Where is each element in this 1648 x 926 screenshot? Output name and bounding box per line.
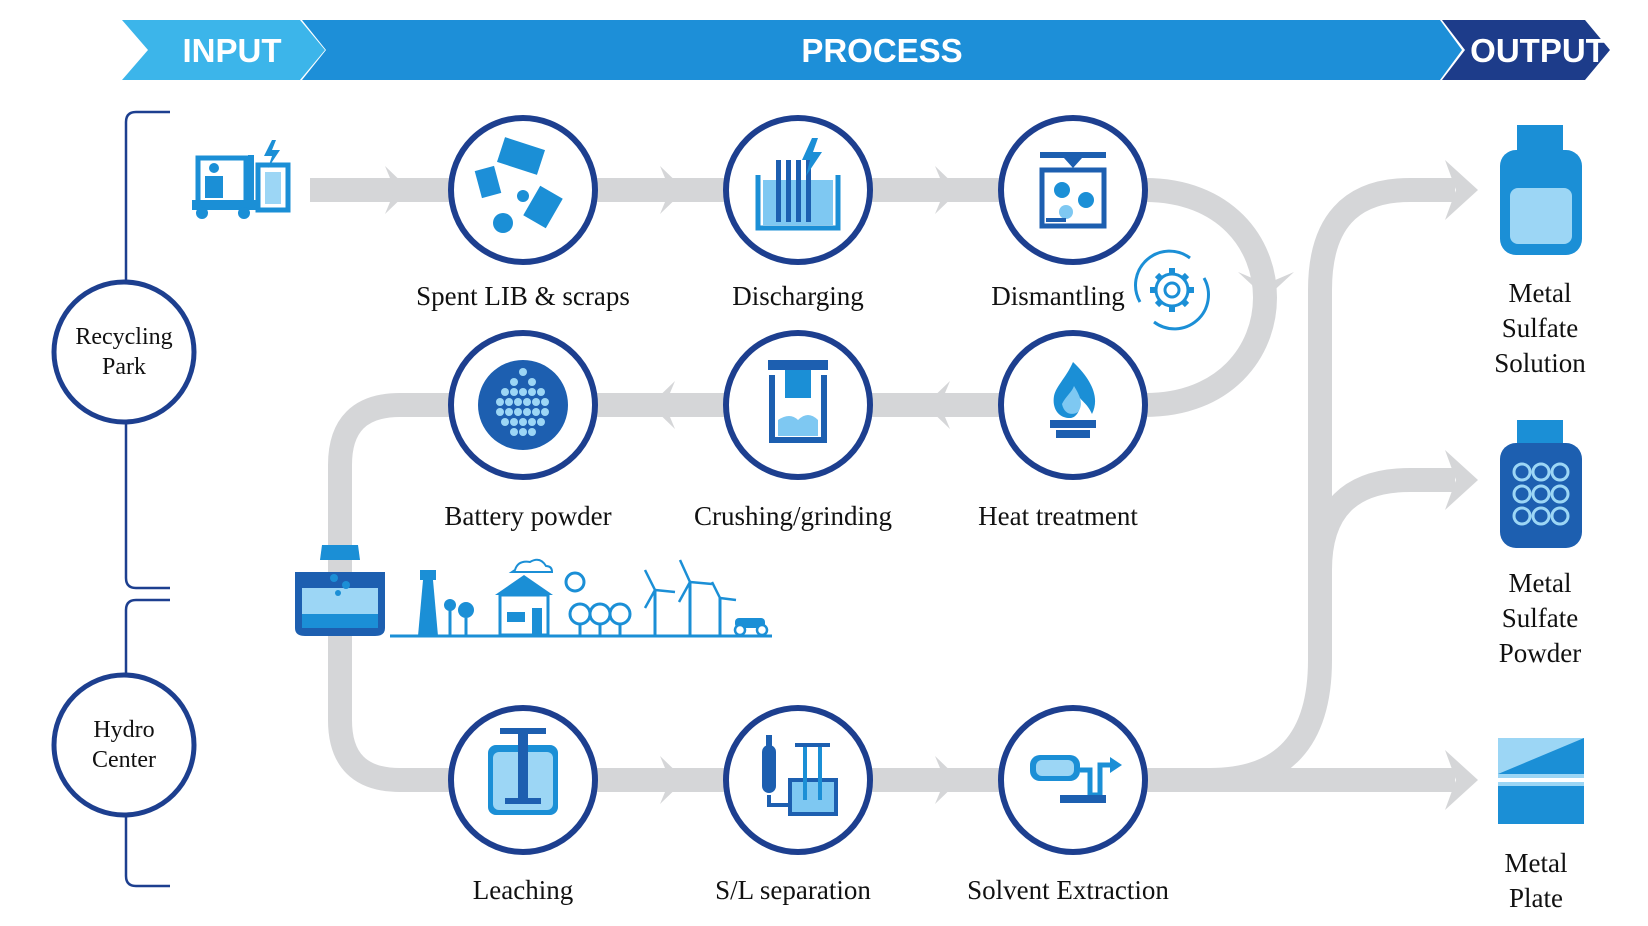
battery-powder-icon — [478, 360, 568, 450]
solvent-extraction-icon — [1030, 755, 1122, 803]
powder-dot — [528, 418, 536, 426]
sl-separation-icon — [762, 735, 838, 816]
discharging-icon — [755, 138, 841, 231]
bottle-dot — [1512, 484, 1532, 504]
powder-dot — [510, 418, 518, 426]
flame-burner-icon — [1050, 362, 1096, 438]
metal-sulfate-solution-bottle-icon — [1500, 125, 1582, 255]
banner-output-label: OUTPUT — [1470, 32, 1606, 69]
metal-plate-icon — [1498, 738, 1584, 824]
banner-process-label: PROCESS — [801, 32, 962, 69]
crushing-circle — [723, 330, 873, 480]
arrow-6 — [650, 381, 675, 429]
arrow-10 — [1445, 450, 1478, 510]
powder-dot — [496, 398, 504, 406]
flow-to-tank — [328, 393, 420, 580]
powder-dot — [541, 398, 549, 406]
powder-dot — [510, 378, 518, 386]
powder-dot — [523, 408, 531, 416]
step-dismantling-label: Dismantling — [991, 281, 1125, 311]
flow-arrows — [385, 160, 1478, 810]
step-heat-label: Heat treatment — [978, 501, 1138, 531]
powder-dot — [532, 408, 540, 416]
powder-dot — [501, 388, 509, 396]
forklift-battery-icon — [192, 140, 291, 219]
powder-dot — [541, 408, 549, 416]
arrow-11 — [1445, 750, 1478, 810]
battery-scraps-icon — [474, 137, 563, 233]
arrow-9 — [1445, 160, 1478, 220]
arrow-7 — [660, 756, 685, 804]
bottle-dot — [1512, 462, 1532, 482]
recycling-park-circle — [51, 279, 197, 425]
dismantling-icon — [1039, 152, 1107, 229]
hydro-center-circle — [51, 672, 197, 818]
powder-dot — [528, 428, 536, 436]
metal-sulfate-powder-bottle-icon — [1500, 420, 1582, 548]
hydro-center-label: Hydro Center — [92, 717, 156, 773]
arrow-4 — [1238, 272, 1294, 298]
powder-dot — [528, 388, 536, 396]
powder-dot — [514, 408, 522, 416]
powder-dot — [514, 398, 522, 406]
arrow-1 — [385, 166, 410, 214]
arrow-2 — [660, 166, 685, 214]
powder-dot — [510, 388, 518, 396]
step-battery-powder-label: Battery powder — [444, 501, 612, 531]
powder-dot — [528, 378, 536, 386]
flow-to-leach — [328, 600, 450, 792]
powder-dot — [523, 398, 531, 406]
banner-output — [1442, 20, 1610, 80]
output-plate-label: Metal Plate — [1504, 848, 1568, 913]
bottle-dot — [1531, 462, 1551, 482]
powder-dot — [519, 428, 527, 436]
output-powder-label: Metal Sulfate Powder — [1498, 568, 1582, 668]
bottle-dot — [1531, 484, 1551, 504]
arrow-8 — [935, 756, 960, 804]
flow-branch-powder — [1308, 468, 1455, 571]
arrow-5 — [925, 381, 950, 429]
step-crushing-label: Crushing/grinding — [693, 501, 893, 531]
crushing-grinder-icon — [768, 360, 828, 443]
banner-input — [122, 20, 325, 80]
banner-input-label: INPUT — [183, 32, 282, 69]
step-leaching-label: Leaching — [472, 875, 574, 905]
powder-dot — [496, 408, 504, 416]
leaching-tank-icon — [488, 728, 558, 815]
step-spent-label: Spent LIB & scraps — [416, 281, 630, 311]
bottle-dot — [1531, 506, 1551, 526]
arrow-3 — [935, 166, 960, 214]
flow-dismantle-heat — [1144, 178, 1277, 417]
step-discharging-label: Discharging — [732, 281, 864, 311]
recycling-park-label: Recycling Park — [75, 324, 173, 380]
rotating-gear-icon — [1134, 249, 1210, 331]
mixing-tank-icon — [295, 545, 385, 636]
step-sl-separation-label: S/L separation — [715, 875, 871, 905]
powder-dot — [519, 388, 527, 396]
powder-dot — [519, 368, 527, 376]
flow-branch — [1209, 178, 1455, 792]
powder-dot — [532, 398, 540, 406]
powder-dot — [505, 408, 513, 416]
powder-dot — [510, 428, 518, 436]
step-solvent-label: Solvent Extraction — [967, 875, 1169, 905]
output-solution-label: Metal Sulfate Solution — [1494, 278, 1586, 378]
powder-dot — [519, 418, 527, 426]
powder-dot — [537, 418, 545, 426]
stage-banner: INPUT PROCESS OUTPUT — [122, 20, 1610, 80]
bottle-dot — [1550, 462, 1570, 482]
powder-dot — [537, 388, 545, 396]
bottle-dot — [1550, 506, 1570, 526]
bottle-dot — [1550, 484, 1570, 504]
banner-process — [302, 20, 1462, 80]
powder-dot — [505, 398, 513, 406]
dismantling-circle — [998, 115, 1148, 265]
bottle-dot — [1512, 506, 1532, 526]
city-skyline-icon — [390, 558, 772, 638]
powder-dot — [501, 418, 509, 426]
